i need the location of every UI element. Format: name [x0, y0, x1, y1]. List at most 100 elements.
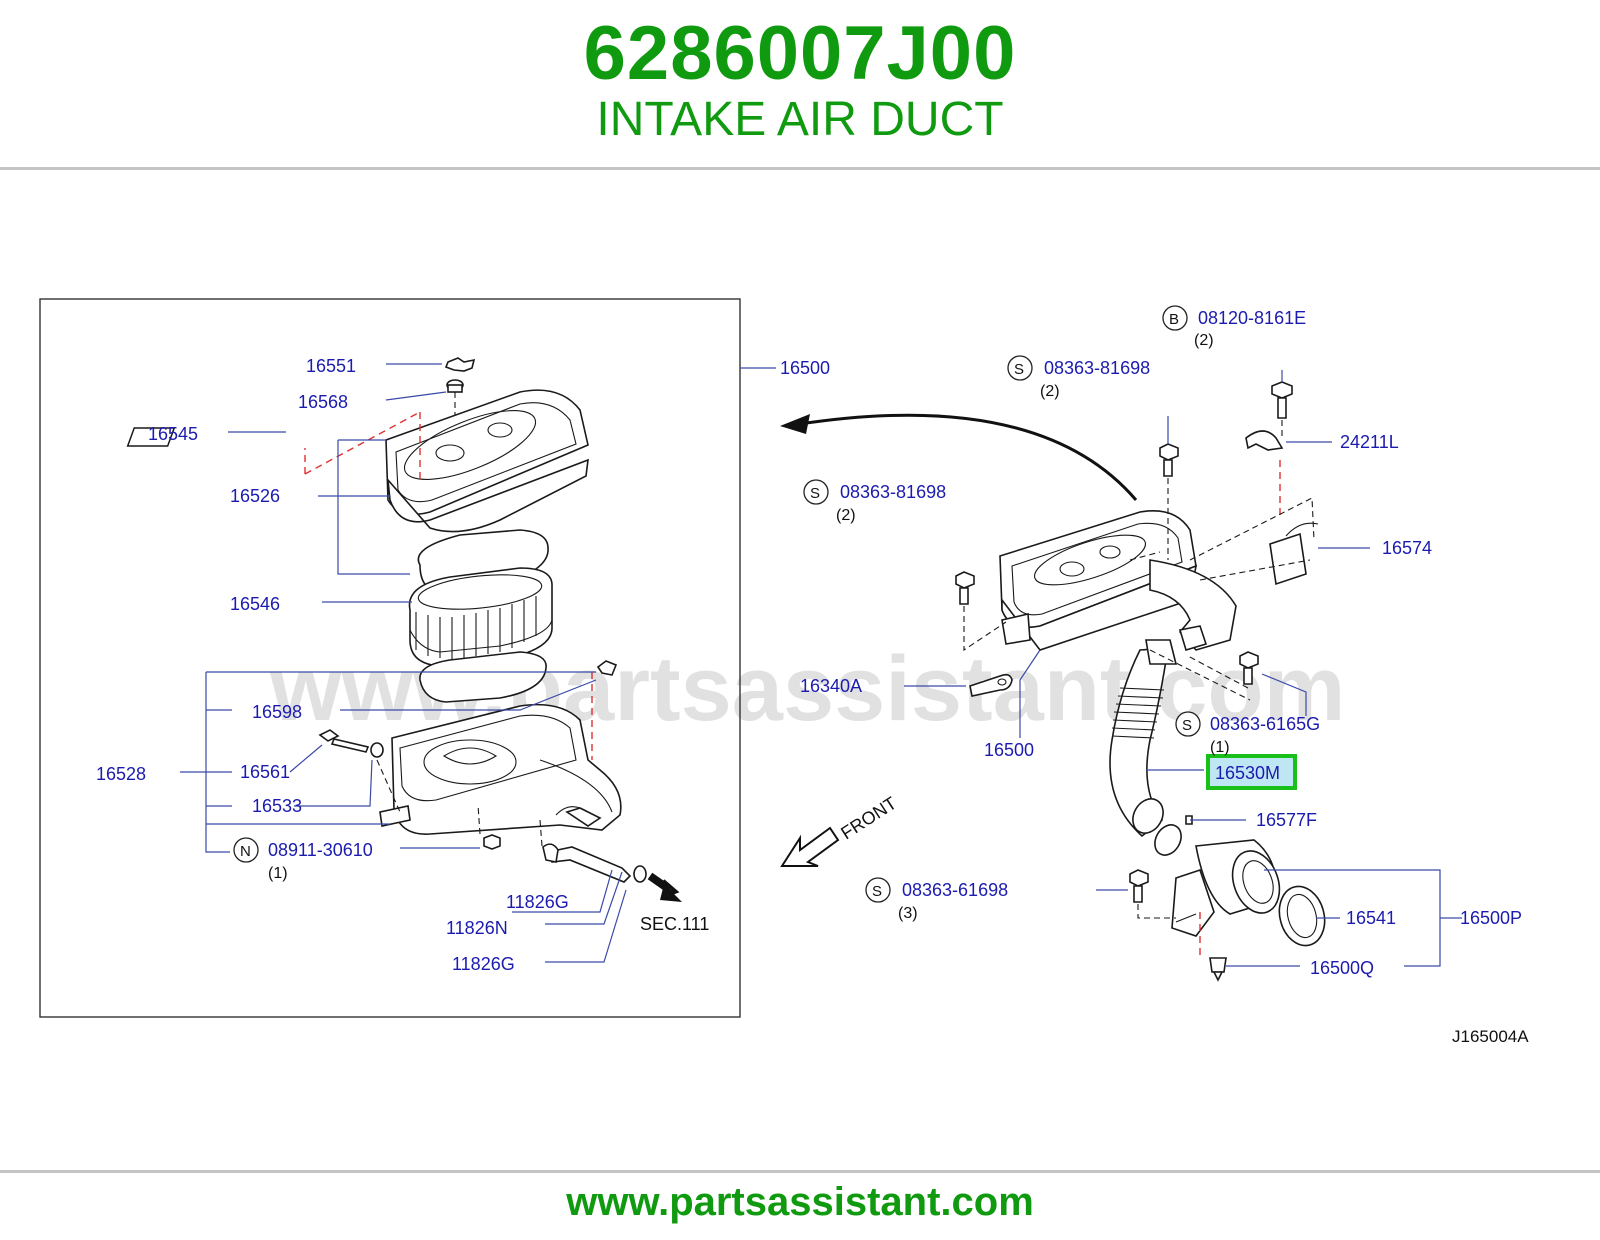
callout-16568: 16568: [298, 392, 348, 412]
reference-code: J165004A: [1452, 1027, 1529, 1046]
callout-24211l: 24211L: [1340, 432, 1399, 452]
callout-16577f: 16577F: [1256, 810, 1317, 830]
sec-arrow-head: [660, 884, 682, 902]
prefix-s-b: S: [810, 485, 820, 502]
callout-11826n: 11826N: [446, 918, 508, 938]
bolt-08363-b: [955, 571, 975, 605]
clamp-11826g-a: [542, 843, 559, 863]
part-number-title: 6286007J00: [583, 11, 1017, 96]
lead-16500p: [1264, 869, 1462, 967]
sec-label: SEC.111: [640, 914, 709, 934]
bracket-16340a: [969, 673, 1013, 697]
callout-16500-main: 16500: [984, 740, 1034, 760]
bolt-08363-c: [1239, 651, 1259, 685]
grommet-16568: [446, 379, 464, 393]
prefix-circle-s-b: [803, 479, 829, 505]
nut-dash: [477, 804, 481, 835]
callout-16500q: 16500Q: [1310, 958, 1374, 978]
part-name-subtitle: INTAKE AIR DUCT: [596, 93, 1004, 146]
callout-08363-81698-b: 08363-81698: [840, 482, 946, 502]
bracket-hole: [997, 678, 1007, 686]
qty-08363-a: (2): [1040, 383, 1060, 400]
nut-08911: [483, 834, 501, 850]
header-divider: [0, 167, 1600, 170]
footer-url[interactable]: www.partsassistant.com: [566, 1180, 1034, 1224]
prefix-b: B: [1169, 311, 1179, 328]
lead-16500: [1019, 649, 1041, 738]
clamp-16577f: [1154, 815, 1193, 856]
bolt-16561: [318, 729, 370, 753]
front-label: FRONT: [837, 793, 900, 844]
page-header: 6286007J00 INTAKE AIR DUCT: [0, 0, 1600, 168]
callout-16530m: 16530M: [1215, 763, 1280, 783]
callout-08363-6165g: 08363-6165G: [1210, 714, 1320, 734]
bolt-d-dash: [1137, 904, 1176, 919]
lead-08363-c: [1261, 673, 1307, 716]
callout-11826g-a: 11826G: [506, 892, 569, 912]
bracket-16574: [1269, 522, 1319, 586]
prefix-circle-b: [1162, 305, 1188, 331]
red-leader-16545: [304, 411, 421, 480]
hose-11826n: [546, 846, 632, 883]
detail-box: [39, 298, 741, 1018]
clamp-11826g-b: [633, 865, 647, 883]
clip-24211l: [1245, 430, 1284, 451]
callout-16551: 16551: [306, 356, 356, 376]
prefix-s-d: S: [872, 883, 882, 900]
prefix-circle-n: [233, 837, 259, 863]
air-cleaner-assembly-16500: [999, 510, 1237, 651]
bolt-c-dash: [1187, 655, 1249, 689]
prefix-circle-s-d: [865, 877, 891, 903]
cover-gasket-16526: [386, 458, 589, 533]
bolt-08120: [1271, 381, 1293, 419]
assembly-dash-lines: [1129, 497, 1315, 701]
lead-16526: [318, 439, 410, 575]
filter-element-16546: [408, 567, 553, 667]
bolt-b-dash: [963, 606, 1007, 652]
callout-16598: 16598: [252, 702, 302, 722]
callout-16500-box: 16500: [780, 358, 830, 378]
lead-11826: [512, 869, 627, 963]
qty-08363-d: (3): [898, 905, 918, 922]
callout-08120-8161e: 08120-8161E: [1198, 308, 1306, 328]
washer-16533: [370, 742, 384, 758]
clip-16500q: [1209, 957, 1227, 982]
footer-divider: [0, 1170, 1600, 1173]
callout-11826g-b: 11826G: [452, 954, 515, 974]
qty-08911: (1): [268, 865, 288, 882]
label-16545: [126, 427, 176, 447]
lead-16568: [385, 391, 447, 401]
prefix-circle-s-c: [1175, 711, 1201, 737]
front-arrow-icon: [780, 826, 840, 867]
air-cleaner-cover: [385, 389, 589, 516]
wing-nut-16551: [444, 357, 476, 372]
curved-arrow-line: [799, 413, 1138, 501]
highlight-box: [1206, 754, 1297, 790]
callout-16546: 16546: [230, 594, 280, 614]
callout-16561: 16561: [240, 762, 290, 782]
callout-16545: 16545: [148, 424, 198, 444]
lower-seal-16546: [419, 651, 547, 703]
callout-16533: 16533: [252, 796, 302, 816]
air-inlet-16500p: [1171, 839, 1281, 937]
callout-16574: 16574: [1382, 538, 1432, 558]
curved-arrow-head-icon: [780, 414, 810, 434]
qty-08363-c: (1): [1210, 739, 1230, 756]
gasket-16541: [1278, 885, 1326, 947]
callout-16541: 16541: [1346, 908, 1396, 928]
intake-duct-16530m: [1109, 639, 1178, 838]
prefix-s-a: S: [1014, 361, 1024, 378]
qty-08120: (2): [1194, 332, 1214, 349]
qty-08363-b: (2): [836, 507, 856, 524]
callout-08911-30610: 08911-30610: [268, 840, 373, 860]
bolt-08363-a: [1159, 443, 1179, 477]
bolt-08363-d: [1129, 869, 1149, 903]
callout-08363-81698-a: 08363-81698: [1044, 358, 1150, 378]
prefix-circle-s-a: [1007, 355, 1033, 381]
hose-dash: [539, 819, 543, 847]
air-cleaner-case-16528: [391, 703, 622, 835]
clip-16598: [596, 660, 618, 676]
lead-16528-group: [180, 671, 597, 853]
callout-16500p: 16500P: [1460, 908, 1522, 928]
